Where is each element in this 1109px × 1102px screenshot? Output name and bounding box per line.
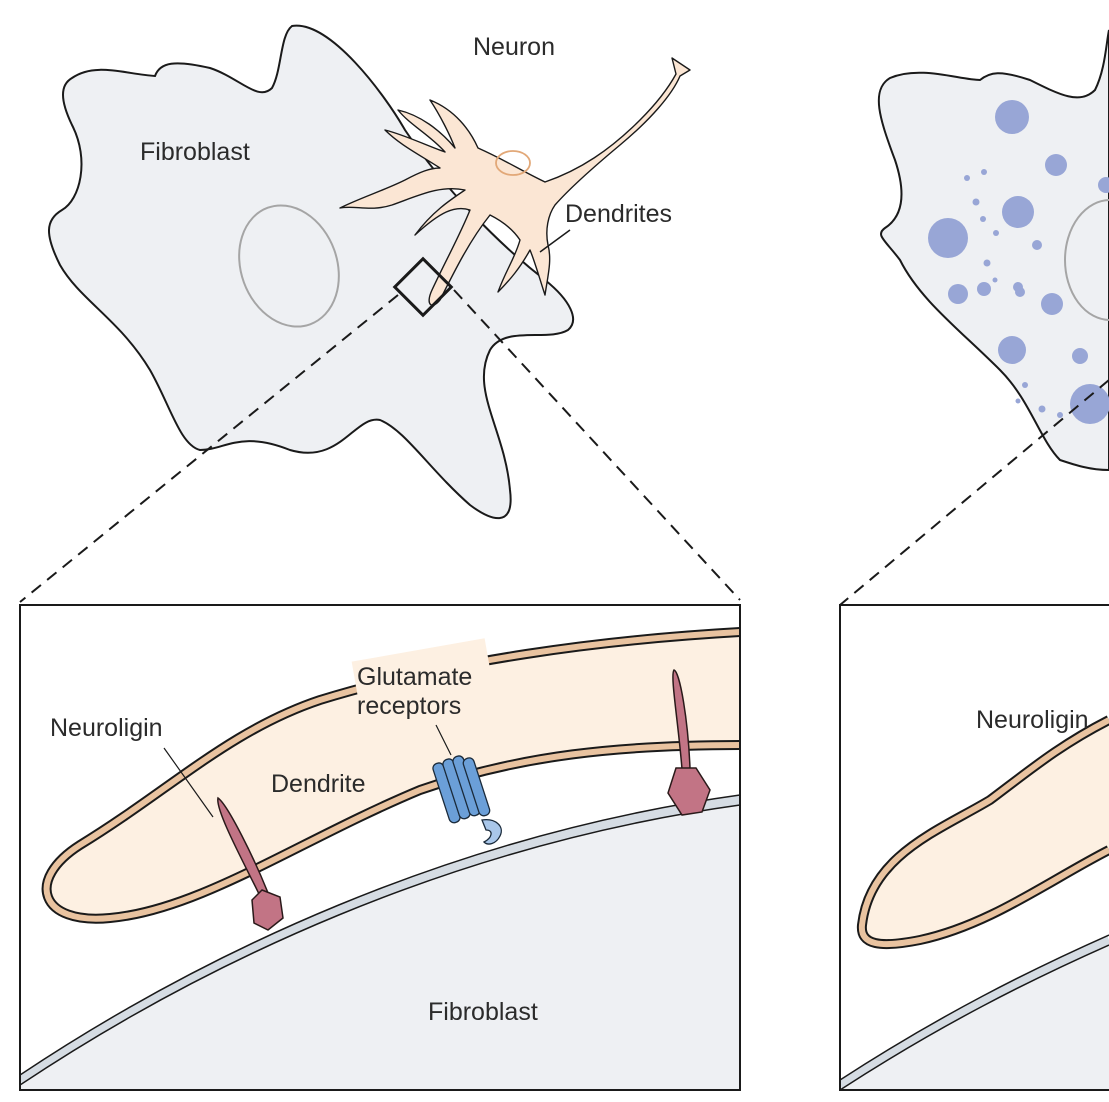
label-inset-fibroblast: Fibroblast	[428, 998, 538, 1026]
fibroblast-membrane	[20, 795, 740, 1084]
neuroligin-puncta	[928, 100, 1109, 424]
right-overview	[839, 29, 1109, 606]
left-overview: Fibroblast Neuron Dendrites	[19, 24, 741, 603]
inset-frame-right	[839, 604, 1109, 1091]
right-fibroblast-cell	[877, 29, 1109, 472]
left-inset: Neuroligin Glutamate receptors Dendrite …	[19, 604, 741, 1091]
right-fibroblast-nucleus	[1064, 199, 1109, 321]
label-dendrites: Dendrites	[565, 200, 672, 228]
right-inset: Neuroligin	[839, 604, 1109, 1091]
inset-frame-left	[19, 604, 741, 1091]
projection-line-left	[19, 294, 399, 603]
glutamate-receptor	[432, 755, 502, 845]
projection-line-right	[453, 289, 741, 601]
fibroblast-nucleus	[238, 204, 340, 328]
label-glutamate-line1: Glutamate	[357, 663, 472, 691]
label-right-neuroligin: Neuroligin	[976, 706, 1089, 734]
label-neuron: Neuron	[473, 33, 555, 61]
label-fibroblast: Fibroblast	[140, 138, 250, 166]
neuroligin-protein-2	[667, 669, 711, 816]
right-inset-fibroblast	[840, 940, 1109, 1090]
right-dendrite-body	[861, 720, 1109, 945]
dendrites-leader-line	[539, 229, 571, 253]
neuron	[339, 57, 691, 306]
label-neuroligin: Neuroligin	[50, 714, 163, 742]
neuroligin-protein-1	[217, 796, 284, 931]
neuron-soma-and-processes	[339, 57, 691, 306]
right-dendrite-membrane	[858, 717, 1109, 948]
inset-fibroblast	[20, 800, 740, 1090]
glutamate-leader-line	[435, 724, 452, 756]
label-dendrite: Dendrite	[271, 770, 366, 798]
neuroligin-leader-line	[163, 747, 214, 818]
label-glutamate-line2: receptors	[357, 692, 461, 720]
neuron-nucleus	[495, 150, 531, 176]
fibroblast-cell	[48, 24, 574, 520]
dendrite-body	[46, 632, 740, 919]
zoom-region-box	[392, 256, 454, 318]
